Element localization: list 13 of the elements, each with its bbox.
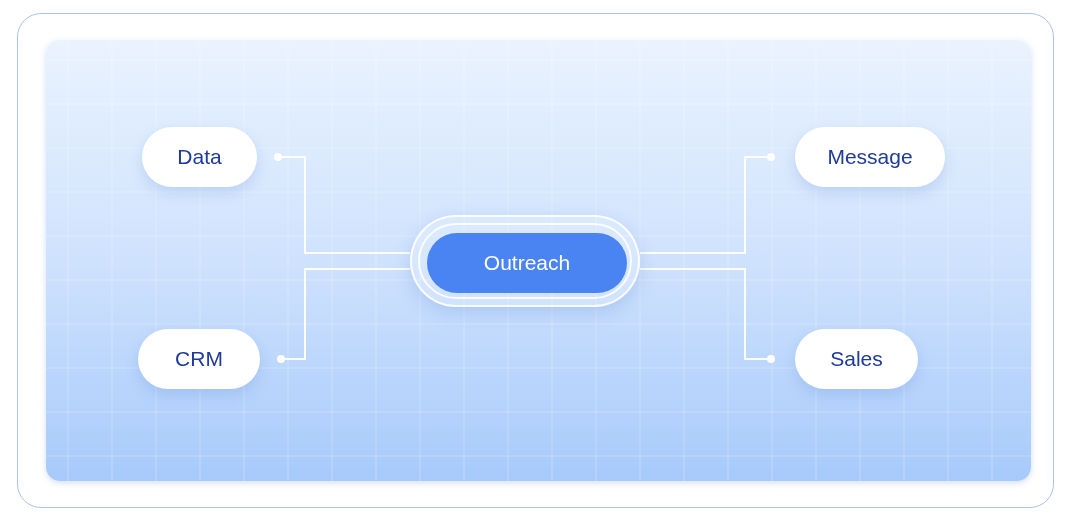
pill-node (795, 127, 945, 187)
node-label: Message (827, 145, 913, 169)
connector-line (639, 268, 775, 363)
node-label: Sales (830, 347, 883, 371)
node-label: Data (177, 145, 222, 169)
connector-line (277, 268, 411, 363)
pill-node (795, 329, 918, 389)
connector-line (274, 153, 411, 254)
connector-line (639, 153, 775, 254)
outer-ring (410, 215, 640, 307)
node-label: Outreach (483, 251, 571, 275)
pill-node (138, 329, 260, 389)
node-label: CRM (175, 347, 223, 371)
